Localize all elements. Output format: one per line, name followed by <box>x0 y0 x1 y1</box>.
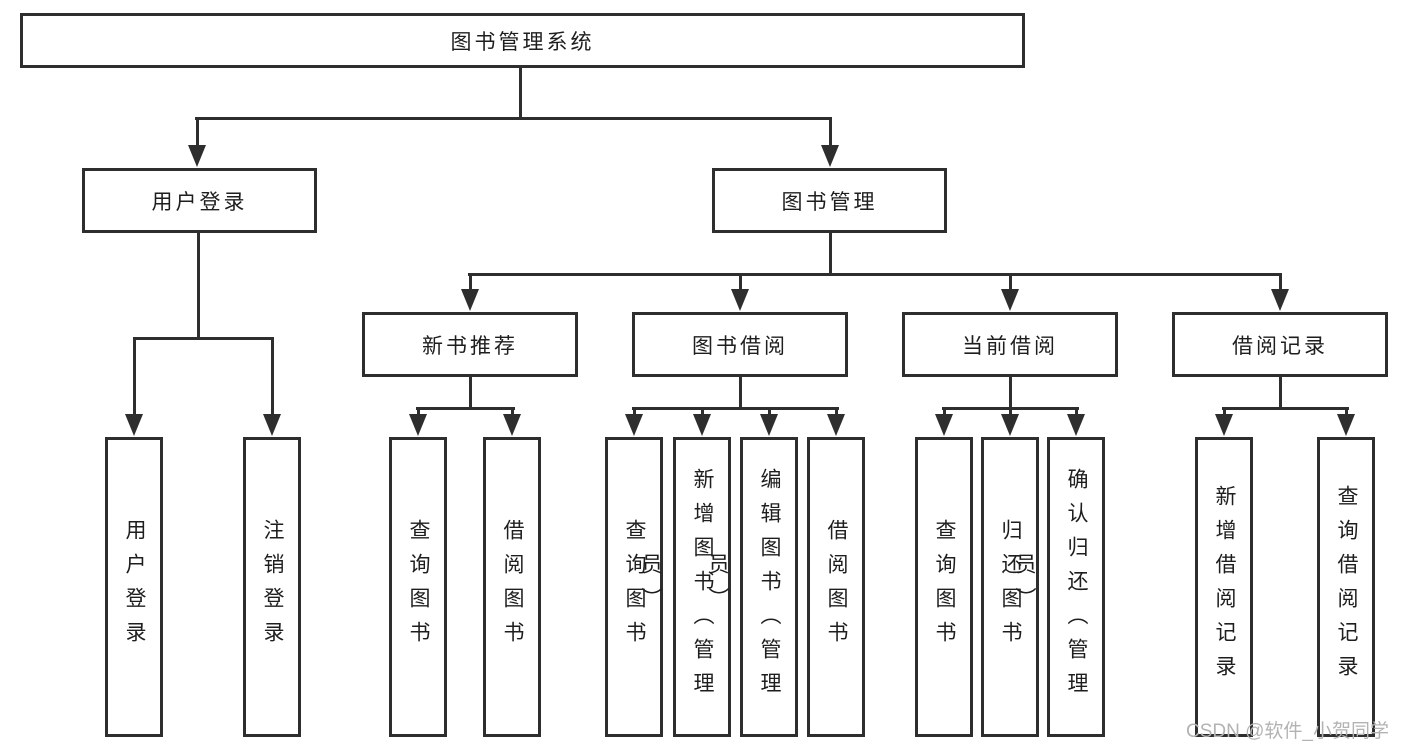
arrowhead-icon <box>821 145 839 167</box>
leaf-confirm-return-admin: 确认归还（管理员） <box>1013 437 1105 737</box>
connector-line <box>1223 407 1226 417</box>
arrowhead-icon <box>461 289 479 311</box>
arrowhead-icon <box>1067 414 1085 436</box>
connector-line <box>768 407 771 417</box>
connector-line <box>632 407 839 410</box>
connector-line <box>417 407 420 417</box>
connector-line <box>511 407 514 417</box>
connector-line <box>196 117 199 147</box>
connector-line <box>1222 407 1349 410</box>
connector-line <box>701 407 704 417</box>
arrowhead-icon <box>1337 414 1355 436</box>
connector-line <box>1345 407 1348 417</box>
connector-line <box>835 407 838 417</box>
connector-line <box>133 337 274 340</box>
arrowhead-icon <box>1001 414 1019 436</box>
node-book-borrow: 图书借阅 <box>632 312 848 377</box>
arrowhead-icon <box>935 414 953 436</box>
leaf-logout: 注销登录 <box>243 437 301 737</box>
arrowhead-icon <box>188 145 206 167</box>
connector-line <box>829 117 832 147</box>
connector-line <box>195 117 832 120</box>
connector-line <box>1279 377 1282 410</box>
connector-line <box>1279 273 1282 292</box>
connector-line <box>133 337 136 417</box>
arrowhead-icon <box>731 289 749 311</box>
arrowhead-icon <box>1001 289 1019 311</box>
leaf-edit-book-admin: 编辑图书（管理员） <box>706 437 798 737</box>
leaf-query-borrow-record: 查询借阅记录 <box>1317 437 1375 737</box>
connector-line <box>469 273 472 292</box>
arrowhead-icon <box>1215 414 1233 436</box>
connector-line <box>943 407 946 417</box>
node-new-book-recommend: 新书推荐 <box>362 312 578 377</box>
leaf-query-books-1: 查询图书 <box>389 437 447 737</box>
arrowhead-icon <box>503 414 521 436</box>
connector-line <box>197 233 200 340</box>
connector-line <box>416 407 515 410</box>
watermark-text: CSDN @软件_小贺同学 <box>1186 721 1389 742</box>
leaf-borrow-books-1: 借阅图书 <box>483 437 541 737</box>
connector-line <box>1075 407 1078 417</box>
node-current-borrow: 当前借阅 <box>902 312 1118 377</box>
leaf-return-book: 归还图书 <box>981 437 1039 737</box>
arrowhead-icon <box>409 414 427 436</box>
arrowhead-icon <box>693 414 711 436</box>
arrowhead-icon <box>125 414 143 436</box>
connector-line <box>1009 377 1012 410</box>
connector-line <box>739 377 742 410</box>
connector-line <box>739 273 742 292</box>
node-root: 图书管理系统 <box>20 13 1025 68</box>
leaf-borrow-books-2: 借阅图书 <box>807 437 865 737</box>
connector-line <box>469 377 472 410</box>
connector-line <box>519 68 522 120</box>
arrowhead-icon <box>1271 289 1289 311</box>
node-borrow-records: 借阅记录 <box>1172 312 1388 377</box>
connector-line <box>633 407 636 417</box>
leaf-query-books-3: 查询图书 <box>915 437 973 737</box>
arrowhead-icon <box>760 414 778 436</box>
arrowhead-icon <box>827 414 845 436</box>
arrowhead-icon <box>263 414 281 436</box>
connector-line <box>1009 407 1012 417</box>
leaf-add-borrow-record: 新增借阅记录 <box>1195 437 1253 737</box>
connector-line <box>271 337 274 417</box>
leaf-query-books-2: 查询图书 <box>605 437 663 737</box>
arrowhead-icon <box>625 414 643 436</box>
leaf-user-login: 用户登录 <box>105 437 163 737</box>
node-user-login: 用户登录 <box>82 168 317 233</box>
node-book-management: 图书管理 <box>712 168 947 233</box>
leaf-add-book-admin: 新增图书（管理员） <box>639 437 731 737</box>
connector-line <box>829 233 832 276</box>
connector-line <box>468 273 1282 276</box>
connector-line <box>1009 273 1012 292</box>
